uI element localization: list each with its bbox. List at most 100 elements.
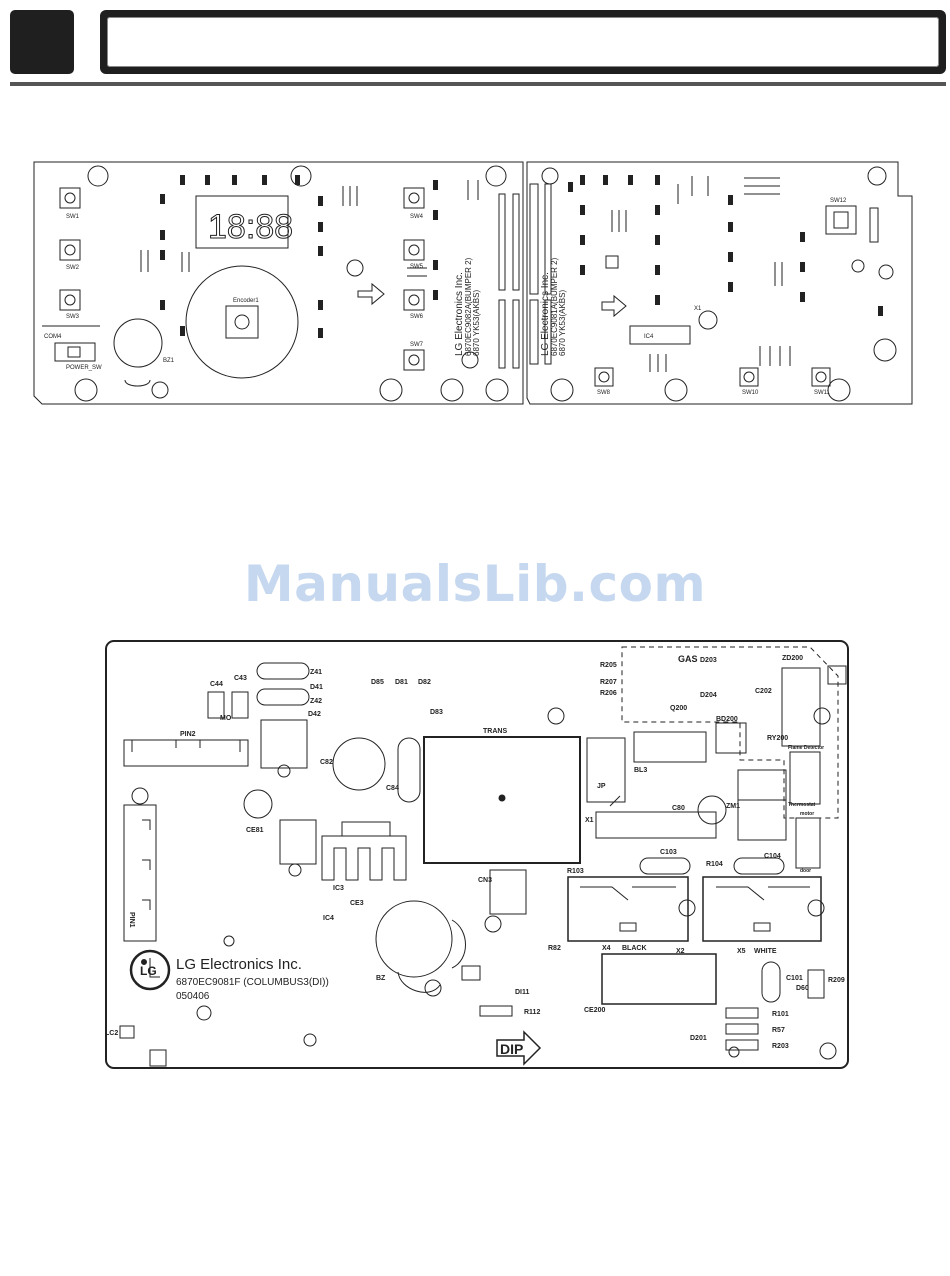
control-board-right (526, 161, 913, 405)
label-c44: C44 (210, 681, 223, 688)
label-buzzer: BZ1 (163, 358, 175, 364)
page-title-bar (100, 10, 946, 74)
label-c101: C101 (786, 975, 803, 982)
label-c80: C80 (672, 805, 685, 812)
label-ic4: IC4 (323, 915, 334, 922)
svg-text:6870EC9082A(BUMPER 2): 6870EC9082A(BUMPER 2) (464, 257, 473, 356)
relay-x2 (601, 953, 717, 1005)
label-ce81: CE81 (246, 827, 264, 834)
label-r209: R209 (828, 977, 845, 984)
label-door: door (800, 868, 811, 874)
label-zm1: ZM1 (726, 803, 740, 810)
label-sw4: SW4 (410, 214, 424, 220)
bottom-board-labels: TRANS PIN2 GAS D203 ZD200 R205 R207 R206… (105, 654, 845, 1050)
label-r82: R82 (548, 945, 561, 952)
label-q200: Q200 (670, 705, 687, 712)
watermark: ManualsLib.com (243, 555, 707, 613)
power-switch (54, 342, 96, 362)
label-sw1: SW1 (66, 214, 80, 220)
label-thermo: Thermostat (788, 802, 816, 808)
buzzer-outline (113, 318, 163, 368)
main-power-board (105, 640, 849, 1069)
label-flame: Flame Detector (788, 745, 824, 751)
label-d85: D85 (371, 679, 384, 686)
label-black: BLACK (622, 945, 647, 952)
display-board-left (33, 161, 524, 405)
label-r203: R203 (772, 1043, 789, 1050)
label-sw12: SW12 (830, 198, 847, 204)
label-c103: C103 (660, 849, 677, 856)
label-x5: X5 (737, 948, 746, 955)
label-sw8: SW8 (597, 390, 611, 396)
section-tab-marker (10, 10, 74, 74)
svg-text:LG Electronics Inc.: LG Electronics Inc. (454, 272, 465, 356)
label-c82: C82 (320, 759, 333, 766)
label-ic: IC4 (644, 334, 654, 340)
tact-switch-group-left (59, 187, 425, 371)
label-pin2: PIN2 (180, 731, 196, 738)
label-cn3: CN3 (478, 877, 492, 884)
label-r205: R205 (600, 662, 617, 669)
label-sw10: SW10 (742, 390, 759, 396)
svg-text:6870 YK53(AKBS): 6870 YK53(AKBS) (558, 290, 567, 356)
label-x4: X4 (602, 945, 611, 952)
label-motor: motor (800, 811, 814, 817)
label-sw7: SW7 (410, 342, 424, 348)
label-d81: D81 (395, 679, 408, 686)
label-c43: C43 (234, 675, 247, 682)
header-rule (10, 82, 946, 86)
board-part-number: 6870EC9081F (COLUMBUS3(DI)) (176, 977, 329, 988)
label-c104: C104 (764, 853, 781, 860)
transformer (423, 736, 581, 864)
label-gas: GAS (678, 654, 698, 664)
label-di11: DI11 (515, 989, 530, 996)
label-com: COM4 (44, 334, 62, 340)
label-power-sw: POWER_SW (66, 365, 102, 371)
label-sw2: SW2 (66, 265, 80, 271)
label-sw3: SW3 (66, 314, 80, 320)
label-encoder: Encoder1 (233, 298, 259, 304)
label-trans: TRANS (483, 728, 507, 735)
label-d41: D41 (310, 684, 323, 691)
label-r57: R57 (772, 1027, 785, 1034)
label-d42: D42 (308, 711, 321, 718)
label-d82: D82 (418, 679, 431, 686)
label-d60: D60 (796, 985, 809, 992)
label-ry200: RY200 (767, 735, 788, 742)
dip-arrow-icon (496, 1030, 542, 1066)
label-sw6: SW6 (410, 314, 424, 320)
svg-text:6870EC9081A(BUMPER 2): 6870EC9081A(BUMPER 2) (550, 257, 559, 356)
label-white: WHITE (754, 948, 777, 955)
label-z41: Z41 (310, 669, 322, 676)
board-date: 050406 (176, 991, 210, 1002)
label-c84: C84 (386, 785, 399, 792)
label-r207: R207 (600, 679, 617, 686)
pin2-connector (123, 739, 249, 767)
label-bz: BZ (376, 975, 386, 982)
label-bd200: BD200 (716, 716, 738, 723)
label-x2: X2 (676, 948, 685, 955)
label-r112: R112 (524, 1009, 540, 1016)
board-company: LG Electronics Inc. (176, 956, 302, 973)
direction-arrow-icon-2 (601, 294, 627, 318)
label-mo: MO (220, 715, 232, 722)
label-bl3: BL3 (634, 767, 647, 774)
label-d83: D83 (430, 709, 443, 716)
ic-chip (629, 325, 691, 345)
lg-logo-text: LG (140, 964, 157, 978)
label-z42: Z42 (310, 698, 322, 705)
page-title-field (107, 17, 939, 67)
label-d201: D201 (690, 1035, 707, 1042)
label-sw5: SW5 (410, 264, 424, 270)
buzzer (375, 900, 453, 978)
label-ic3: IC3 (333, 885, 344, 892)
label-sw11: SW11 (814, 390, 831, 396)
pin1-connector (123, 804, 157, 942)
label-jp: JP (597, 783, 606, 790)
encoder-knob (185, 265, 299, 379)
label-ce200: CE200 (584, 1007, 606, 1014)
logo-left-text: LG Electronics Inc. 6870EC9082A(BUMPER 2… (454, 257, 481, 356)
seven-segment-display (195, 195, 289, 249)
label-lc2: LC2 (105, 1030, 118, 1037)
